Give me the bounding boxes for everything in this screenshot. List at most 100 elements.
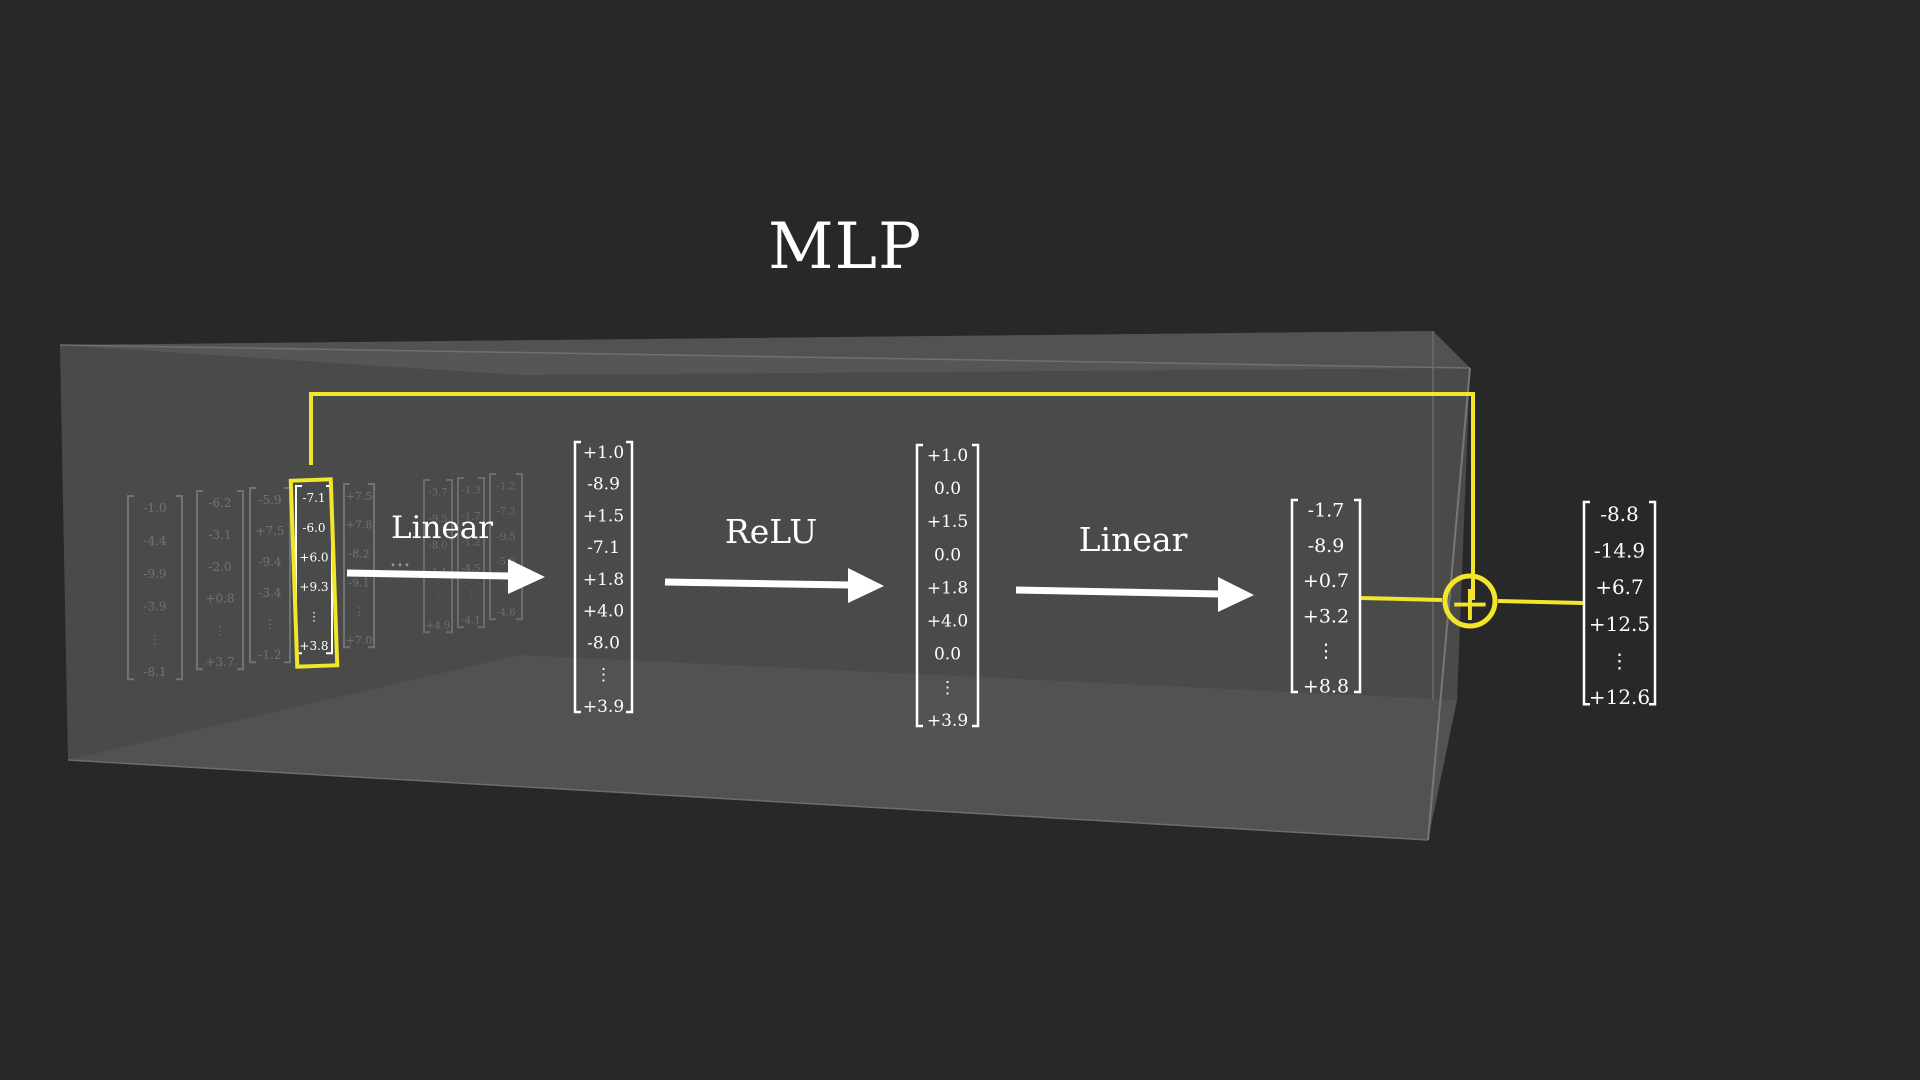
result-vector-value: +12.6 [1589, 685, 1650, 709]
input-column-2-value: -6.2 [208, 496, 231, 510]
input-column-2-value: -2.0 [208, 560, 231, 574]
input-column-5-value: -9.1 [348, 576, 369, 589]
input-column: -5.9+7.5-9.4-3.4⋮-1.2 [249, 487, 291, 664]
box-edge-top [59, 344, 1471, 369]
hidden-vector-value: -8.0 [587, 633, 620, 653]
input-column-8-value: ⋮ [501, 582, 511, 593]
input-column-3-value: ⋮ [264, 617, 276, 631]
result-vector-right-bracket [1649, 500, 1657, 706]
input-column-3-right-bracket [284, 487, 291, 664]
input-column-7-value: -4.5 [461, 564, 480, 575]
relu-vector-value: +4.0 [927, 612, 968, 632]
input-column-7-value: -4.1 [461, 616, 480, 627]
input-columns: -1.0-4.4-9.9-3.9⋮-8.1-6.2-3.1-2.0+0.8⋮+3… [127, 473, 523, 681]
hidden-vector-value: +1.8 [583, 570, 624, 590]
plus-icon: + [1449, 574, 1491, 632]
input-column-2-value: +3.7 [205, 655, 234, 669]
box-floor-face [68, 655, 1457, 840]
input-column-7-value: -1.7 [461, 512, 480, 523]
hidden-vector: +1.0-8.9+1.5-7.1+1.8+4.0-8.0⋮+3.9 [573, 440, 634, 717]
result-vector-left-bracket [1582, 500, 1590, 706]
input-column-7-right-bracket [478, 477, 485, 629]
input-column-6-value: -3.7 [428, 488, 447, 499]
input-column-1-value: -1.0 [143, 501, 166, 515]
input-column-2-left-bracket [196, 490, 203, 671]
input-column-8-value: -5.9 [496, 557, 515, 568]
label-linear-1: Linear [391, 510, 493, 546]
mlp-output-vector-value: +3.2 [1303, 605, 1349, 627]
input-column-2-value: ⋮ [214, 623, 226, 637]
input-column-4-left-bracket [295, 485, 302, 655]
input-column-7-left-bracket [457, 477, 464, 629]
input-column-3-value: +7.5 [255, 524, 284, 538]
result-vector-value: +12.5 [1589, 612, 1650, 636]
sum-to-result-line [1497, 599, 1584, 605]
input-column-3-value: -1.2 [258, 648, 281, 662]
input-column-3-value: -9.4 [258, 555, 282, 569]
input-column-5-left-bracket [343, 483, 350, 649]
input-column-5-value: ⋮ [354, 605, 365, 618]
relu-vector-left-bracket [915, 443, 923, 728]
input-column: -1.0-4.4-9.9-3.9⋮-8.1 [127, 495, 183, 681]
input-column-4-value: -6.0 [302, 521, 325, 535]
input-column-4-value: ⋮ [308, 610, 320, 624]
input-column-8-value: -4.6 [496, 608, 515, 619]
input-column-8-left-bracket [489, 473, 496, 621]
relu-vector-right-bracket [972, 443, 980, 728]
relu-vector-value: +1.0 [927, 446, 968, 466]
label-relu: ReLU [725, 512, 817, 551]
hidden-vector-right-bracket [626, 440, 634, 714]
input-column: -1.3 -1.7 -1.2 -4.5 ⋮ -4.1 [457, 477, 485, 629]
relu-vector-value: 0.0 [934, 645, 961, 665]
result-vector-value: +6.7 [1595, 575, 1644, 599]
sum-node [1442, 573, 1498, 629]
relu-vector-value: +1.8 [927, 578, 968, 598]
mlp-to-sum-line [1359, 596, 1443, 602]
result-vector-value: -8.8 [1600, 502, 1639, 526]
input-column-5-value: -8.2 [348, 547, 369, 560]
input-column-4-value: -7.1 [302, 491, 325, 505]
input-column-4-value: +6.0 [299, 550, 328, 564]
input-column: -6.2 -3.1 -2.0 +0.8 ⋮ +3.7 [196, 490, 244, 671]
arrow-linear-2 [1015, 577, 1254, 612]
hidden-vector-value: +3.9 [583, 697, 624, 717]
input-column-7-value: ⋮ [466, 590, 476, 601]
input-column-6-value: ⋮ [433, 594, 443, 605]
input-column-4-value: +3.8 [299, 639, 328, 653]
relu-vector-value: +1.5 [927, 512, 968, 532]
mlp-output-vector-left-bracket [1290, 498, 1298, 694]
relu-vector-value: ⋮ [939, 678, 956, 698]
hidden-vector-value: -8.9 [587, 475, 620, 495]
mlp-output-vector: -1.7-8.9+0.7+3.2⋮+8.8 [1290, 498, 1362, 698]
input-column-5-right-bracket [368, 483, 375, 649]
input-column-3-value: -3.4 [258, 586, 282, 600]
hidden-vector-value: -7.1 [587, 538, 620, 558]
input-column-6-value: -8.0 [428, 541, 447, 552]
input-column-2-value: +0.8 [205, 592, 234, 606]
highlighted-column-frame [288, 477, 340, 669]
input-column-5-value: +7.5 [346, 490, 373, 503]
input-column-2-right-bracket [237, 490, 244, 671]
input-column-7-value: -1.3 [461, 486, 480, 497]
input-column-8-value: -1.2 [496, 482, 515, 493]
input-column-1-value: ⋮ [149, 632, 161, 646]
relu-vector: +1.00.0+1.50.0+1.8+4.00.0⋮+3.9 [915, 443, 980, 731]
arrow-relu [664, 568, 884, 603]
residual-connection: + [309, 392, 1584, 632]
input-column-2-value: -3.1 [208, 528, 231, 542]
input-column-1-value: -4.4 [143, 534, 167, 548]
hidden-vector-value: +4.0 [583, 602, 624, 622]
input-column-5-value: +7.0 [346, 634, 373, 647]
input-column-3-left-bracket [249, 487, 256, 664]
input-column-6-value: -9.5 [428, 514, 447, 525]
hidden-vector-left-bracket [573, 440, 581, 714]
input-column-1-value: -3.9 [143, 600, 166, 614]
input-column-7-value: -1.2 [461, 538, 480, 549]
box-edge-right [1427, 367, 1471, 841]
label-linear-2: Linear [1079, 520, 1188, 559]
result-vector-value: ⋮ [1610, 648, 1630, 672]
input-column-1-right-bracket [176, 495, 183, 681]
input-column-5-value: +7.8 [346, 519, 373, 532]
box-edge-bottom [67, 759, 1429, 841]
